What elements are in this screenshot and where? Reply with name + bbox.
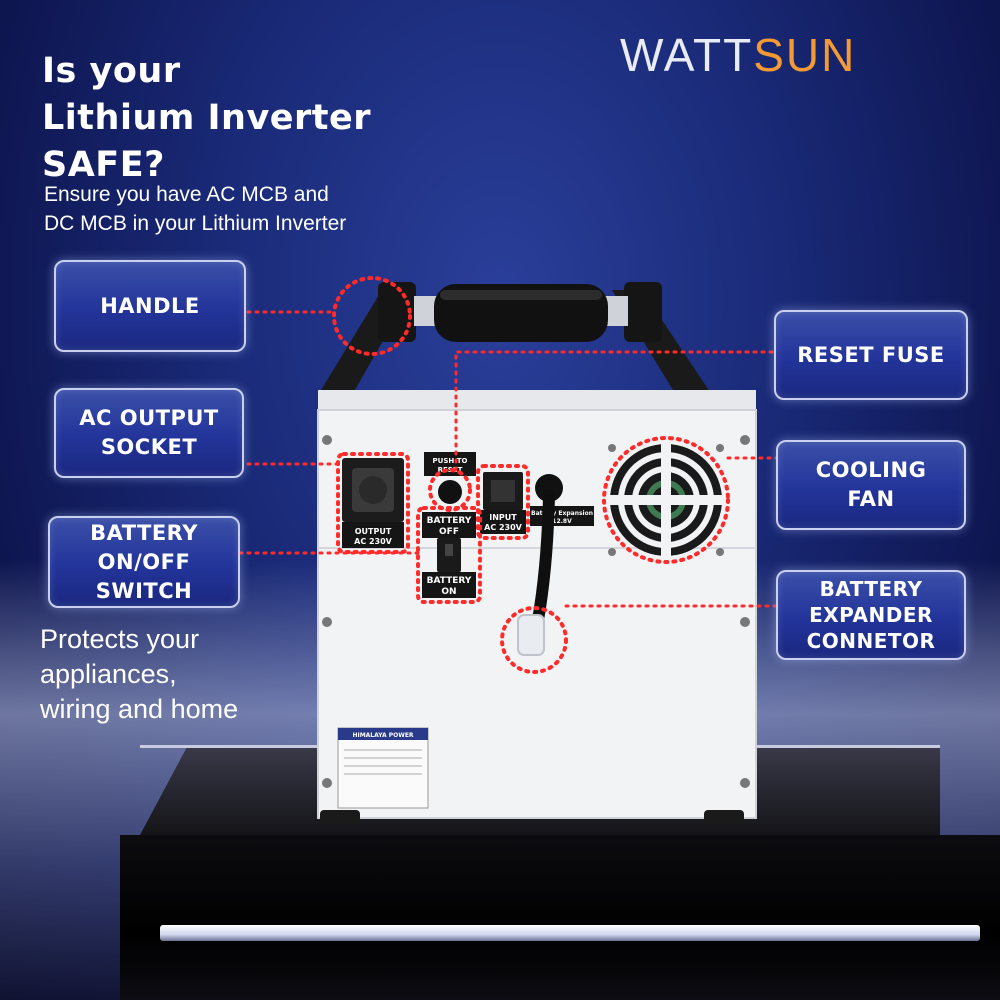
- protection-tagline-line-1: Protects your: [40, 624, 200, 654]
- screw: [322, 778, 332, 788]
- push-to-reset-label-1: PUSH TO: [433, 457, 468, 465]
- battery-expander-callout-line-3: CONNETOR: [806, 629, 936, 653]
- connector-highlight-circle: [500, 606, 568, 674]
- input-voltage-label: AC 230V: [484, 523, 523, 532]
- cooling-fan-callout: COOLING FAN: [776, 440, 966, 530]
- screw: [716, 548, 724, 556]
- cooling-fan-callout-line-2: FAN: [847, 487, 895, 511]
- foot-right: [704, 810, 744, 824]
- battery-on-label-1: BATTERY: [427, 576, 472, 586]
- battery-switch-callout-line-2: ON/OFF: [97, 549, 191, 574]
- reset-fuse-leader: [454, 350, 774, 472]
- battery-switch-callout: BATTERY ON/OFF SWITCH: [48, 516, 240, 608]
- screw: [740, 778, 750, 788]
- socket-holes: [359, 476, 387, 504]
- output-label: OUTPUT: [355, 527, 392, 536]
- protection-tagline: Protects your appliances, wiring and hom…: [40, 622, 300, 727]
- battery-on-plate: [422, 572, 476, 598]
- nameplate-brand: HIMALAYA POWER: [352, 732, 413, 739]
- headline-line-1: Is your: [42, 51, 181, 91]
- socket-highlight-box: [336, 452, 410, 554]
- pedestal-light-edge: [160, 925, 980, 941]
- handle-callout-text: HANDLE: [100, 293, 200, 318]
- cabinet-top-edge: [318, 390, 756, 412]
- ac-input-socket-face: [491, 480, 515, 502]
- push-to-reset-plate: [424, 452, 476, 476]
- screw: [716, 444, 724, 452]
- protection-tagline-line-3: wiring and home: [40, 694, 239, 724]
- expansion-voltage-label: 12.8V: [552, 518, 572, 525]
- battery-expander-callout-line-1: BATTERY: [819, 577, 923, 601]
- handle-grip-highlight: [440, 290, 602, 300]
- handle-callout: HANDLE: [54, 260, 246, 352]
- reset-fuse-button: [438, 480, 462, 504]
- screw: [322, 435, 332, 445]
- battery-switch-callout-line-1: BATTERY: [90, 520, 198, 545]
- reset-fuse-callout-text: RESET FUSE: [797, 342, 945, 367]
- battery-expander-callout-line-2: EXPANDER: [809, 603, 933, 627]
- product-nameplate: [337, 727, 429, 809]
- battery-switch-callout-line-3: SWITCH: [95, 578, 193, 603]
- ac-output-socket-callout: AC OUTPUT SOCKET: [54, 388, 244, 478]
- screw: [608, 444, 616, 452]
- cable-gland: [535, 474, 563, 502]
- reset-highlight-circle: [428, 468, 472, 512]
- battery-expander-callout: BATTERY EXPANDER CONNETOR: [776, 570, 966, 660]
- battery-off-plate: [422, 512, 476, 538]
- pedestal-body: [120, 835, 1000, 1000]
- screw: [740, 617, 750, 627]
- input-label: INPUT: [489, 513, 517, 522]
- battery-on-label-2: ON: [441, 587, 456, 597]
- subline: Ensure you have AC MCB and DC MCB in you…: [44, 180, 484, 238]
- nameplate-header: [338, 728, 428, 740]
- input-label-plate: [480, 510, 526, 534]
- reset-fuse-callout: RESET FUSE: [774, 310, 968, 400]
- headline-line-3: SAFE?: [42, 145, 165, 185]
- output-voltage-label: AC 230V: [354, 537, 393, 546]
- output-label-plate: [342, 522, 404, 548]
- screw: [740, 435, 750, 445]
- subline-line-2: DC MCB in your Lithium Inverter: [44, 212, 347, 235]
- screw: [322, 617, 332, 627]
- subline-line-1: Ensure you have AC MCB and: [44, 183, 329, 206]
- screw: [608, 548, 616, 556]
- wattsun-logo: WATTSUN: [620, 29, 857, 81]
- battery-off-label-2: OFF: [439, 527, 459, 537]
- cooling-fan-callout-line-1: COOLING: [815, 458, 927, 482]
- expander-cable: [532, 489, 555, 626]
- foot-left: [320, 810, 360, 824]
- expander-connector: [517, 614, 545, 656]
- protection-tagline-line-2: appliances,: [40, 659, 177, 689]
- input-highlight-box: [476, 464, 530, 540]
- headline-line-2: Lithium Inverter: [42, 98, 371, 138]
- handle-highlight-circle: [332, 276, 412, 356]
- handle-cap-right: [624, 282, 662, 342]
- headline: Is your Lithium Inverter SAFE?: [42, 48, 462, 189]
- ac-output-socket-callout-line-1: AC OUTPUT: [79, 406, 219, 430]
- fan-highlight-circle: [602, 436, 730, 564]
- cooling-fan: [608, 442, 724, 558]
- battery-switch-toggle: [445, 544, 453, 556]
- ac-output-socket-callout-line-2: SOCKET: [100, 435, 198, 459]
- expansion-label: Battery Expansion: [531, 510, 593, 517]
- push-to-reset-label-2: RESET: [438, 466, 463, 474]
- battery-off-label-1: BATTERY: [427, 516, 472, 526]
